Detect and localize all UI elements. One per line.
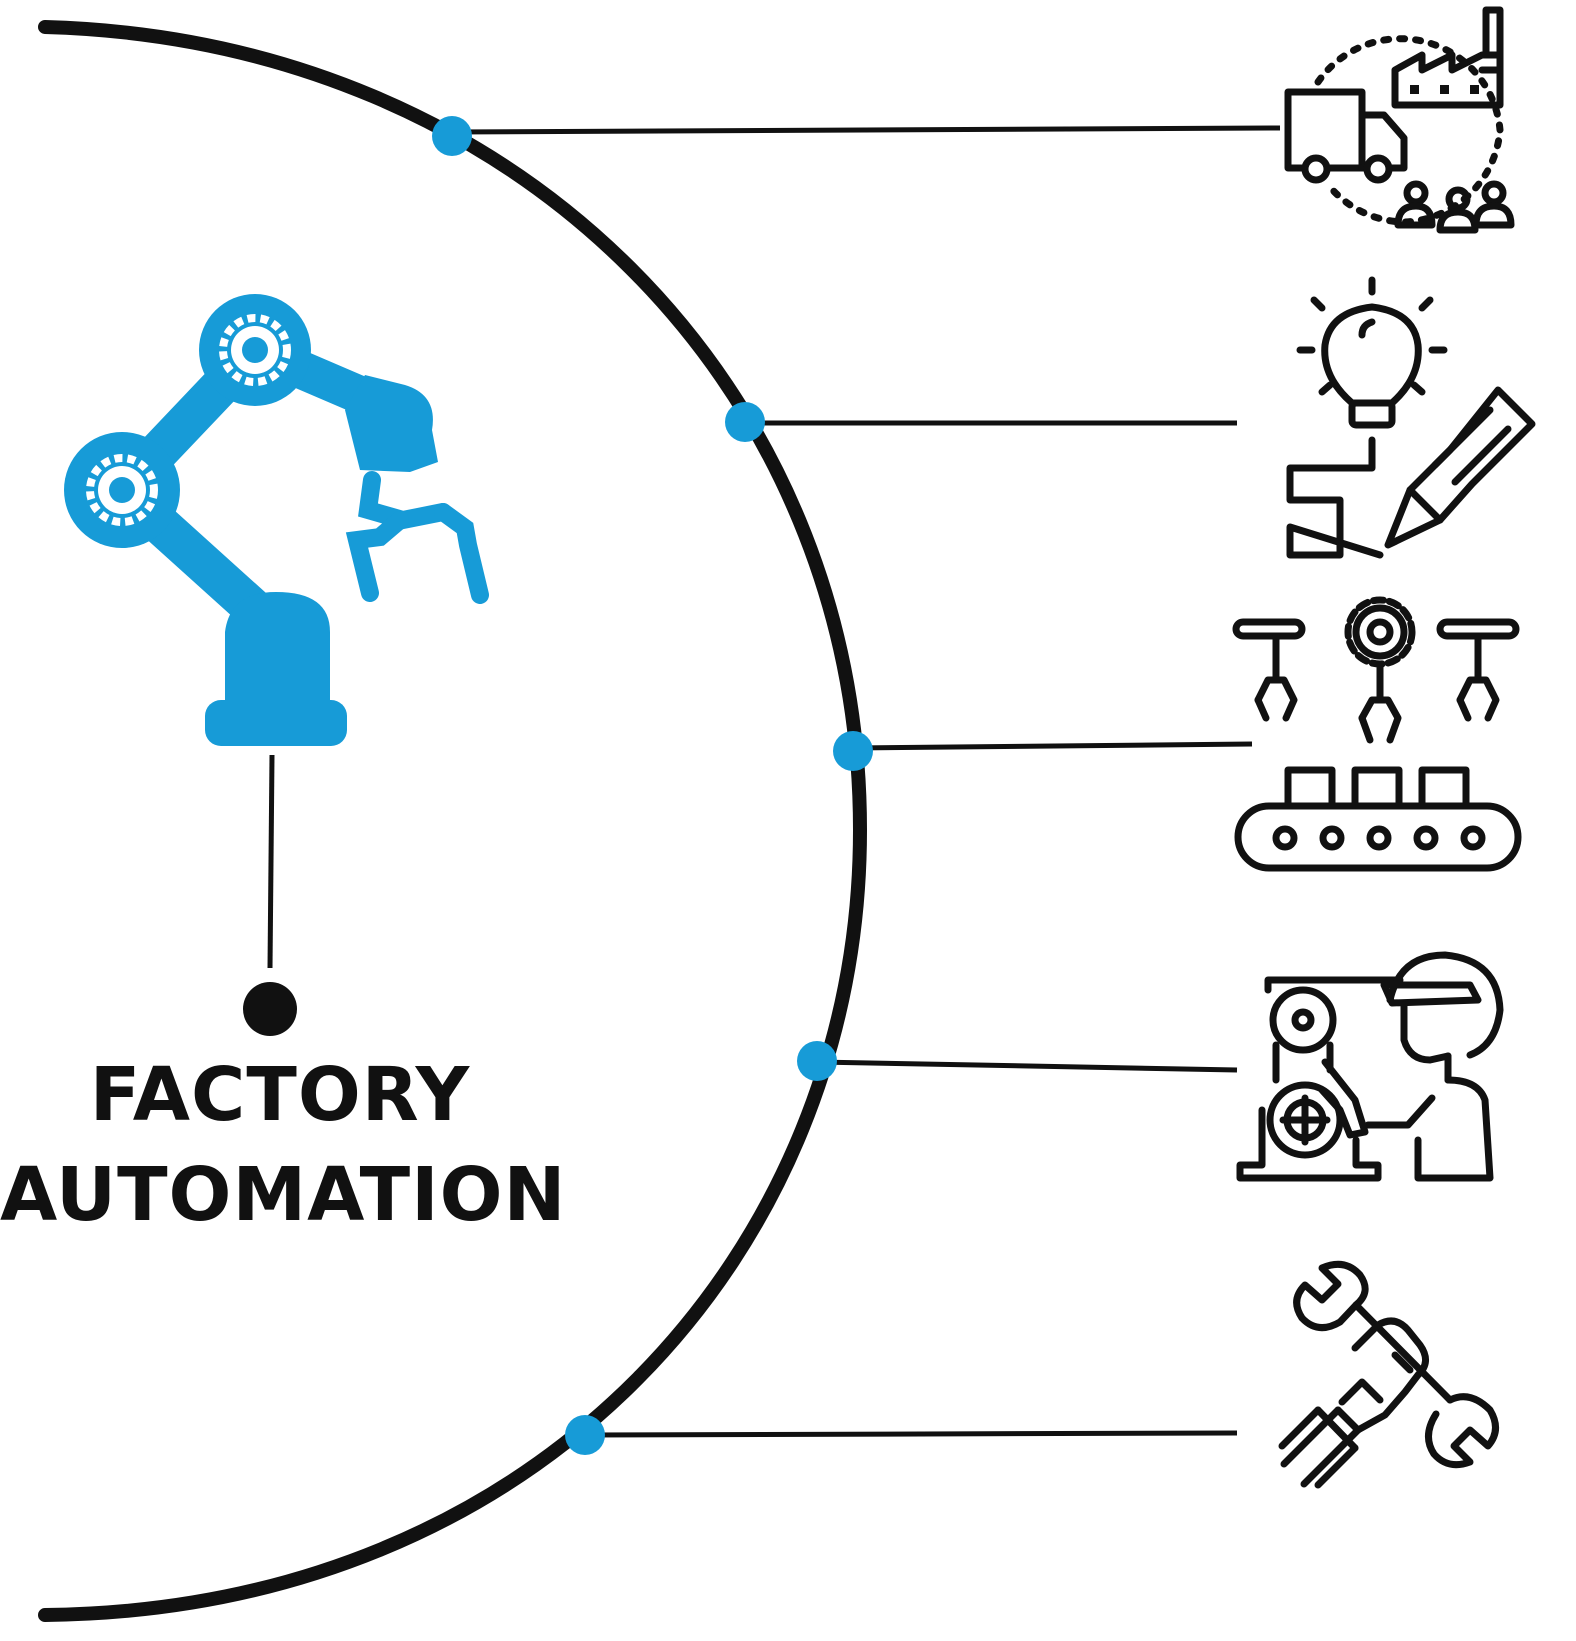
connector-lines <box>267 125 1281 1438</box>
supply-chain-icon <box>1284 6 1515 234</box>
title-line-1: FACTORY <box>89 1052 471 1138</box>
arc-node-5 <box>565 1415 605 1455</box>
arc-node-1 <box>432 116 472 156</box>
assembly-line-icon <box>1232 596 1522 872</box>
title-line-2: AUTOMATION <box>0 1152 567 1238</box>
product-design-icon <box>1286 276 1536 559</box>
technician-maintenance-icon <box>1236 951 1504 1182</box>
arc-node-4 <box>797 1041 837 1081</box>
robotic-arm-icon <box>64 294 489 746</box>
arc-node-2 <box>725 402 765 442</box>
connector-line-4 <box>816 1059 1238 1073</box>
connector-line-3 <box>852 741 1253 751</box>
connector-line-1 <box>451 125 1281 135</box>
title-node <box>243 982 297 1036</box>
connector-line-5 <box>584 1430 1238 1438</box>
diagram-title: FACTORY AUTOMATION <box>0 1045 567 1245</box>
arc-nodes <box>432 116 873 1455</box>
repair-tools-icon <box>1278 1260 1499 1489</box>
arc-node-3 <box>833 731 873 771</box>
main-arc <box>38 20 868 1622</box>
robot-connector-line <box>267 754 275 969</box>
